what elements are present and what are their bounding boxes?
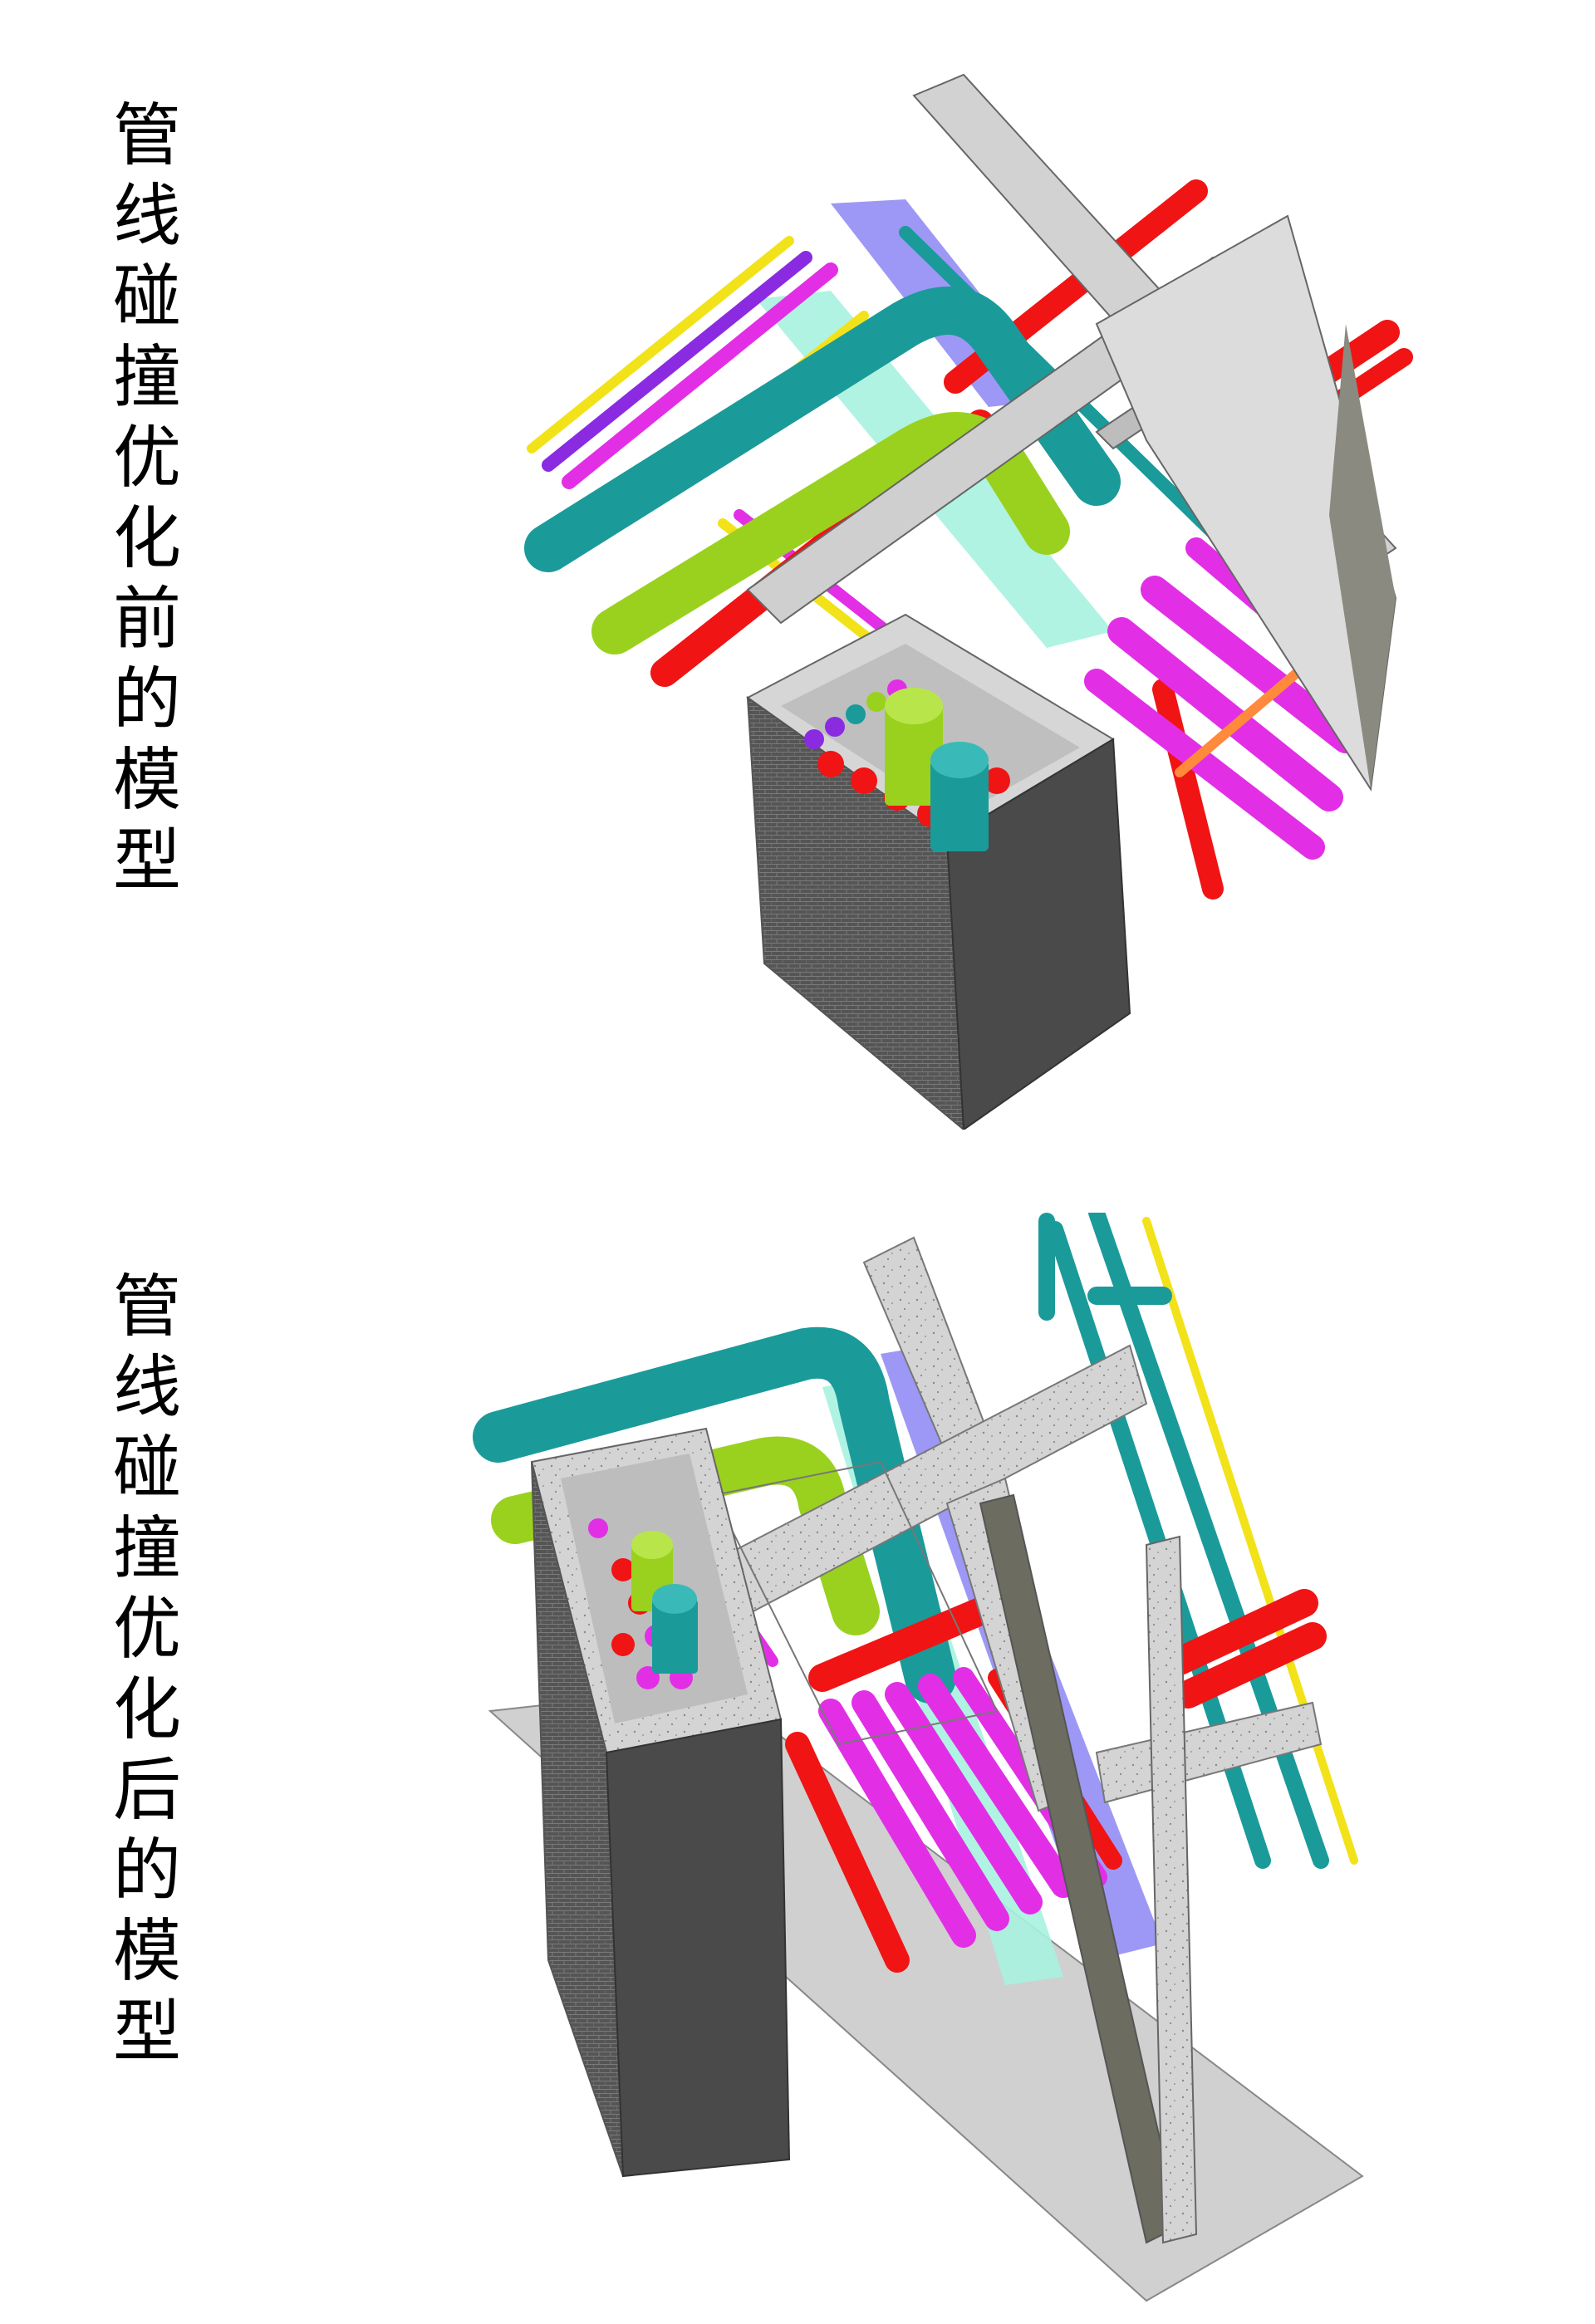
caption-char: 撞 (112, 338, 181, 417)
caption-char: 后 (112, 1751, 181, 1830)
shaft-pipes (588, 1518, 698, 1689)
caption-char: 的 (112, 660, 181, 739)
caption-char: 碰 (112, 257, 181, 336)
drain-pipes (785, 1597, 1122, 1973)
shaft-pipes (804, 679, 1010, 851)
caption-char: 撞 (112, 1509, 181, 1588)
caption-char: 碰 (112, 1429, 181, 1508)
model-after-optimization (473, 1213, 1364, 2302)
caption-char: 型 (112, 821, 181, 900)
caption-char: 管 (112, 1267, 181, 1346)
shaft-box (746, 613, 1131, 1130)
caption-char: 前 (112, 580, 181, 659)
caption-char: 化 (112, 499, 181, 578)
hvac-duct-teal (524, 287, 1121, 572)
caption-char: 线 (112, 177, 181, 256)
caption-char: 优 (112, 1590, 181, 1669)
caption-char: 型 (112, 1993, 181, 2071)
shaft-box (530, 1427, 791, 2178)
hvac-duct-teal (473, 1326, 956, 1704)
caption-char: 模 (112, 741, 181, 820)
caption-char: 的 (112, 1831, 181, 1910)
caption-char: 管 (112, 96, 181, 175)
caption-char: 线 (112, 1348, 181, 1427)
caption-char: 优 (112, 419, 181, 498)
caption-before-optimization: 管 线 碰 撞 优 化 前 的 模 型 (101, 96, 193, 901)
hvac-duct-lime (491, 1436, 880, 1635)
caption-char: 化 (112, 1670, 181, 1749)
caption-after-optimization: 管 线 碰 撞 优 化 后 的 模 型 (101, 1267, 193, 2072)
model-before-optimization (524, 73, 1413, 1130)
concrete-column-right (1145, 1535, 1198, 2244)
caption-char: 模 (112, 1912, 181, 1991)
wall-right-shadow (1329, 324, 1396, 789)
